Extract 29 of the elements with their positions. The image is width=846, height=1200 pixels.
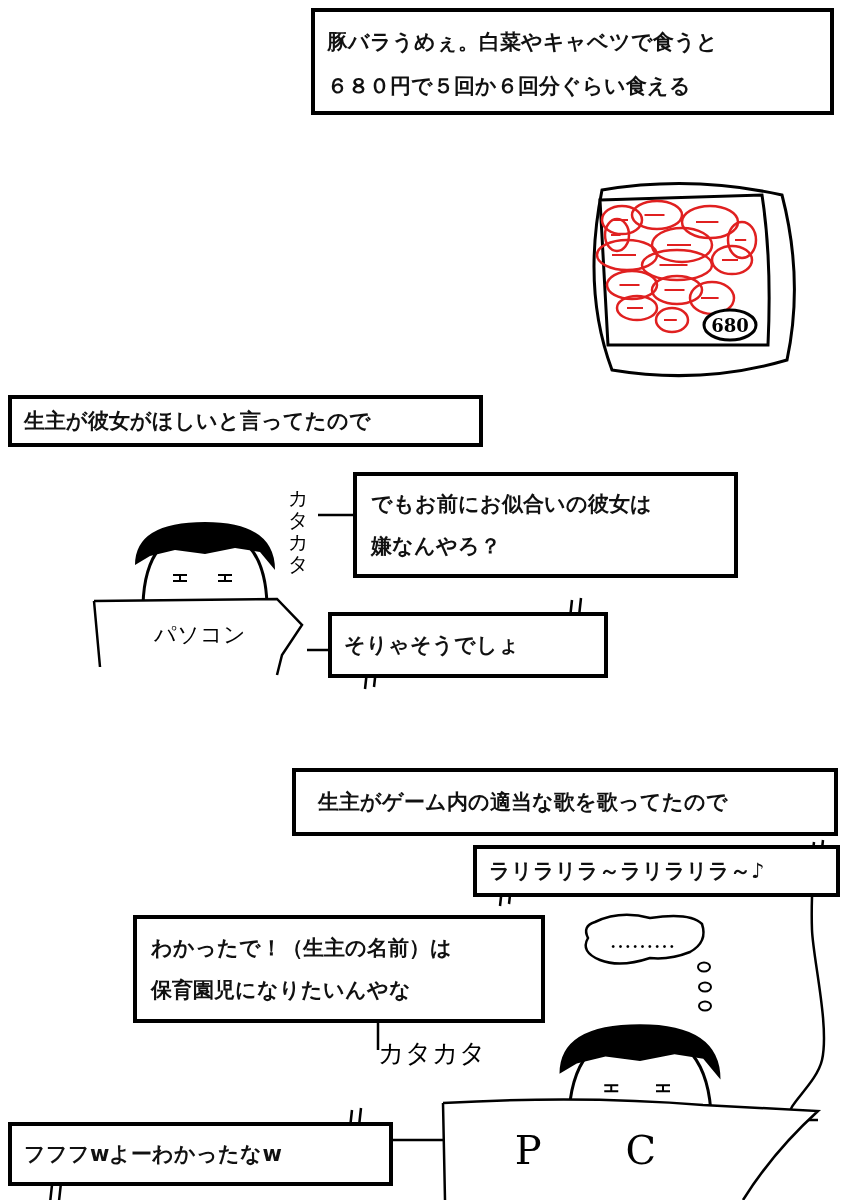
speech-box [473, 845, 840, 897]
speech-box [133, 915, 545, 1023]
price-text: 680 [711, 314, 749, 336]
speech-text: 豚バラうめぇ。白菜やキャベツで食うと６８０円で５回か６回分ぐらい食える [327, 30, 718, 98]
handwritten-label: P [514, 1127, 542, 1173]
speech-box [328, 612, 608, 678]
speech-box [8, 1122, 393, 1186]
speech-tail [393, 1138, 443, 1142]
thought-text: ……… [609, 927, 676, 953]
price-sticker [702, 308, 758, 342]
speech-tail [307, 648, 328, 652]
speech-tail [376, 1023, 380, 1050]
speech-text: ラリラリラ～ラリラリラ～♪ [489, 858, 765, 885]
speech-text: 生主が彼女がほしいと言ってたので [24, 408, 371, 435]
speech-box [353, 472, 738, 578]
speech-text: そりゃそうでしょ [344, 632, 520, 659]
handwritten-sound-text: カタカタ [378, 1037, 487, 1070]
speech-text: でもお前にお似合いの彼女は嫌なんやろ？ [371, 491, 653, 560]
speech-text: フフフwよーわかったなw [24, 1141, 282, 1168]
handwritten-sound-text: カタカタ [288, 487, 308, 575]
speech-box [8, 395, 483, 447]
handwritten-label: パソコン [153, 621, 246, 649]
speech-text: わかったで！（生主の名前）は保育園児になりたいんやな [151, 935, 453, 1004]
speech-box [311, 8, 834, 115]
speech-tail [788, 896, 826, 1122]
speech-text: 生主がゲーム内の適当な歌を歌ってたので [318, 789, 728, 816]
speech-tail [318, 513, 353, 517]
speech-box [292, 768, 838, 836]
handwritten-label: C [625, 1127, 657, 1173]
